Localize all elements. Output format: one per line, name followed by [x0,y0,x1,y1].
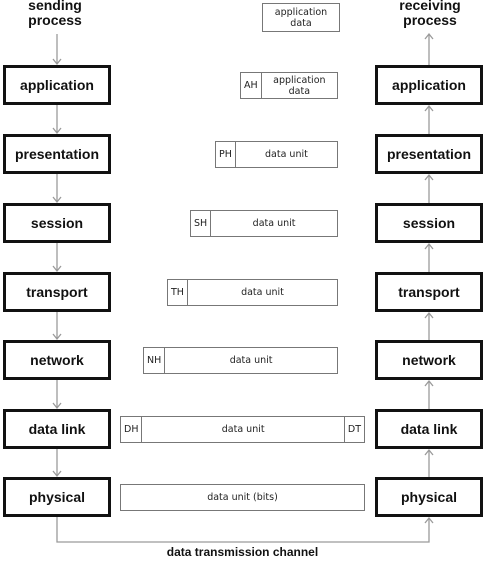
packet-body: application data [273,74,326,97]
receiving-layer-transport: transport [375,272,483,312]
packet-body: data unit [265,149,308,160]
packet-presentation: PH data unit [215,141,338,168]
down-arrowhead [52,470,62,478]
up-arrowhead [424,311,434,319]
receiving-layer-physical: physical [375,477,483,517]
packet-header: PH [216,142,236,167]
packet-header: DH [121,417,143,442]
packet-body: data unit (bits) [207,492,278,503]
down-arrowhead [52,58,62,66]
packet-transport: TH data unit [167,279,338,306]
packet-application: AH application data [240,72,338,99]
up-arrowhead [424,173,434,181]
packet-network: NH data unit [143,347,338,374]
packet-header: NH [144,348,166,373]
up-arrowhead [424,516,434,524]
up-arrowhead [424,104,434,112]
packet-header: AH [241,73,262,98]
packet-data-link: DH data unit DT [120,416,365,443]
sending-layer-network: network [3,340,111,380]
up-arrowhead [424,32,434,40]
sending-layer-physical: physical [3,477,111,517]
packet-body: data unit [241,287,284,298]
channel-label: data transmission channel [166,545,319,559]
up-arrowhead [424,379,434,387]
down-arrowhead [52,333,62,341]
receiving-process-title: receiving process [399,0,461,28]
receiving-layer-application: application [375,65,483,105]
down-arrowhead [52,127,62,135]
down-arrowhead [52,402,62,410]
receiving-layer-network: network [375,340,483,380]
packet-header: SH [191,211,212,236]
packet-header: TH [168,280,188,305]
top-application-data-packet: application data [262,3,340,32]
packet-physical: data unit (bits) [120,484,365,511]
receiving-layer-presentation: presentation [375,134,483,174]
packet-body: data unit [252,218,296,229]
packet-session: SH data unit [190,210,338,237]
receiving-layer-session: session [375,203,483,243]
packet-body: data unit [229,355,273,366]
sending-process-title: sending process [28,0,82,28]
down-arrowhead [52,196,62,204]
sending-layer-session: session [3,203,111,243]
up-arrowhead [424,242,434,250]
packet-body: data unit [221,424,265,435]
up-arrowhead [424,448,434,456]
transmission-channel-line [56,517,430,543]
sending-layer-presentation: presentation [3,134,111,174]
sending-layer-application: application [3,65,111,105]
receiving-layer-data-link: data link [375,409,483,449]
packet-body: application data [274,6,328,29]
sending-layer-data-link: data link [3,409,111,449]
down-arrowhead [52,265,62,273]
sending-layer-transport: transport [3,272,111,312]
packet-trailer: DT [343,417,364,442]
